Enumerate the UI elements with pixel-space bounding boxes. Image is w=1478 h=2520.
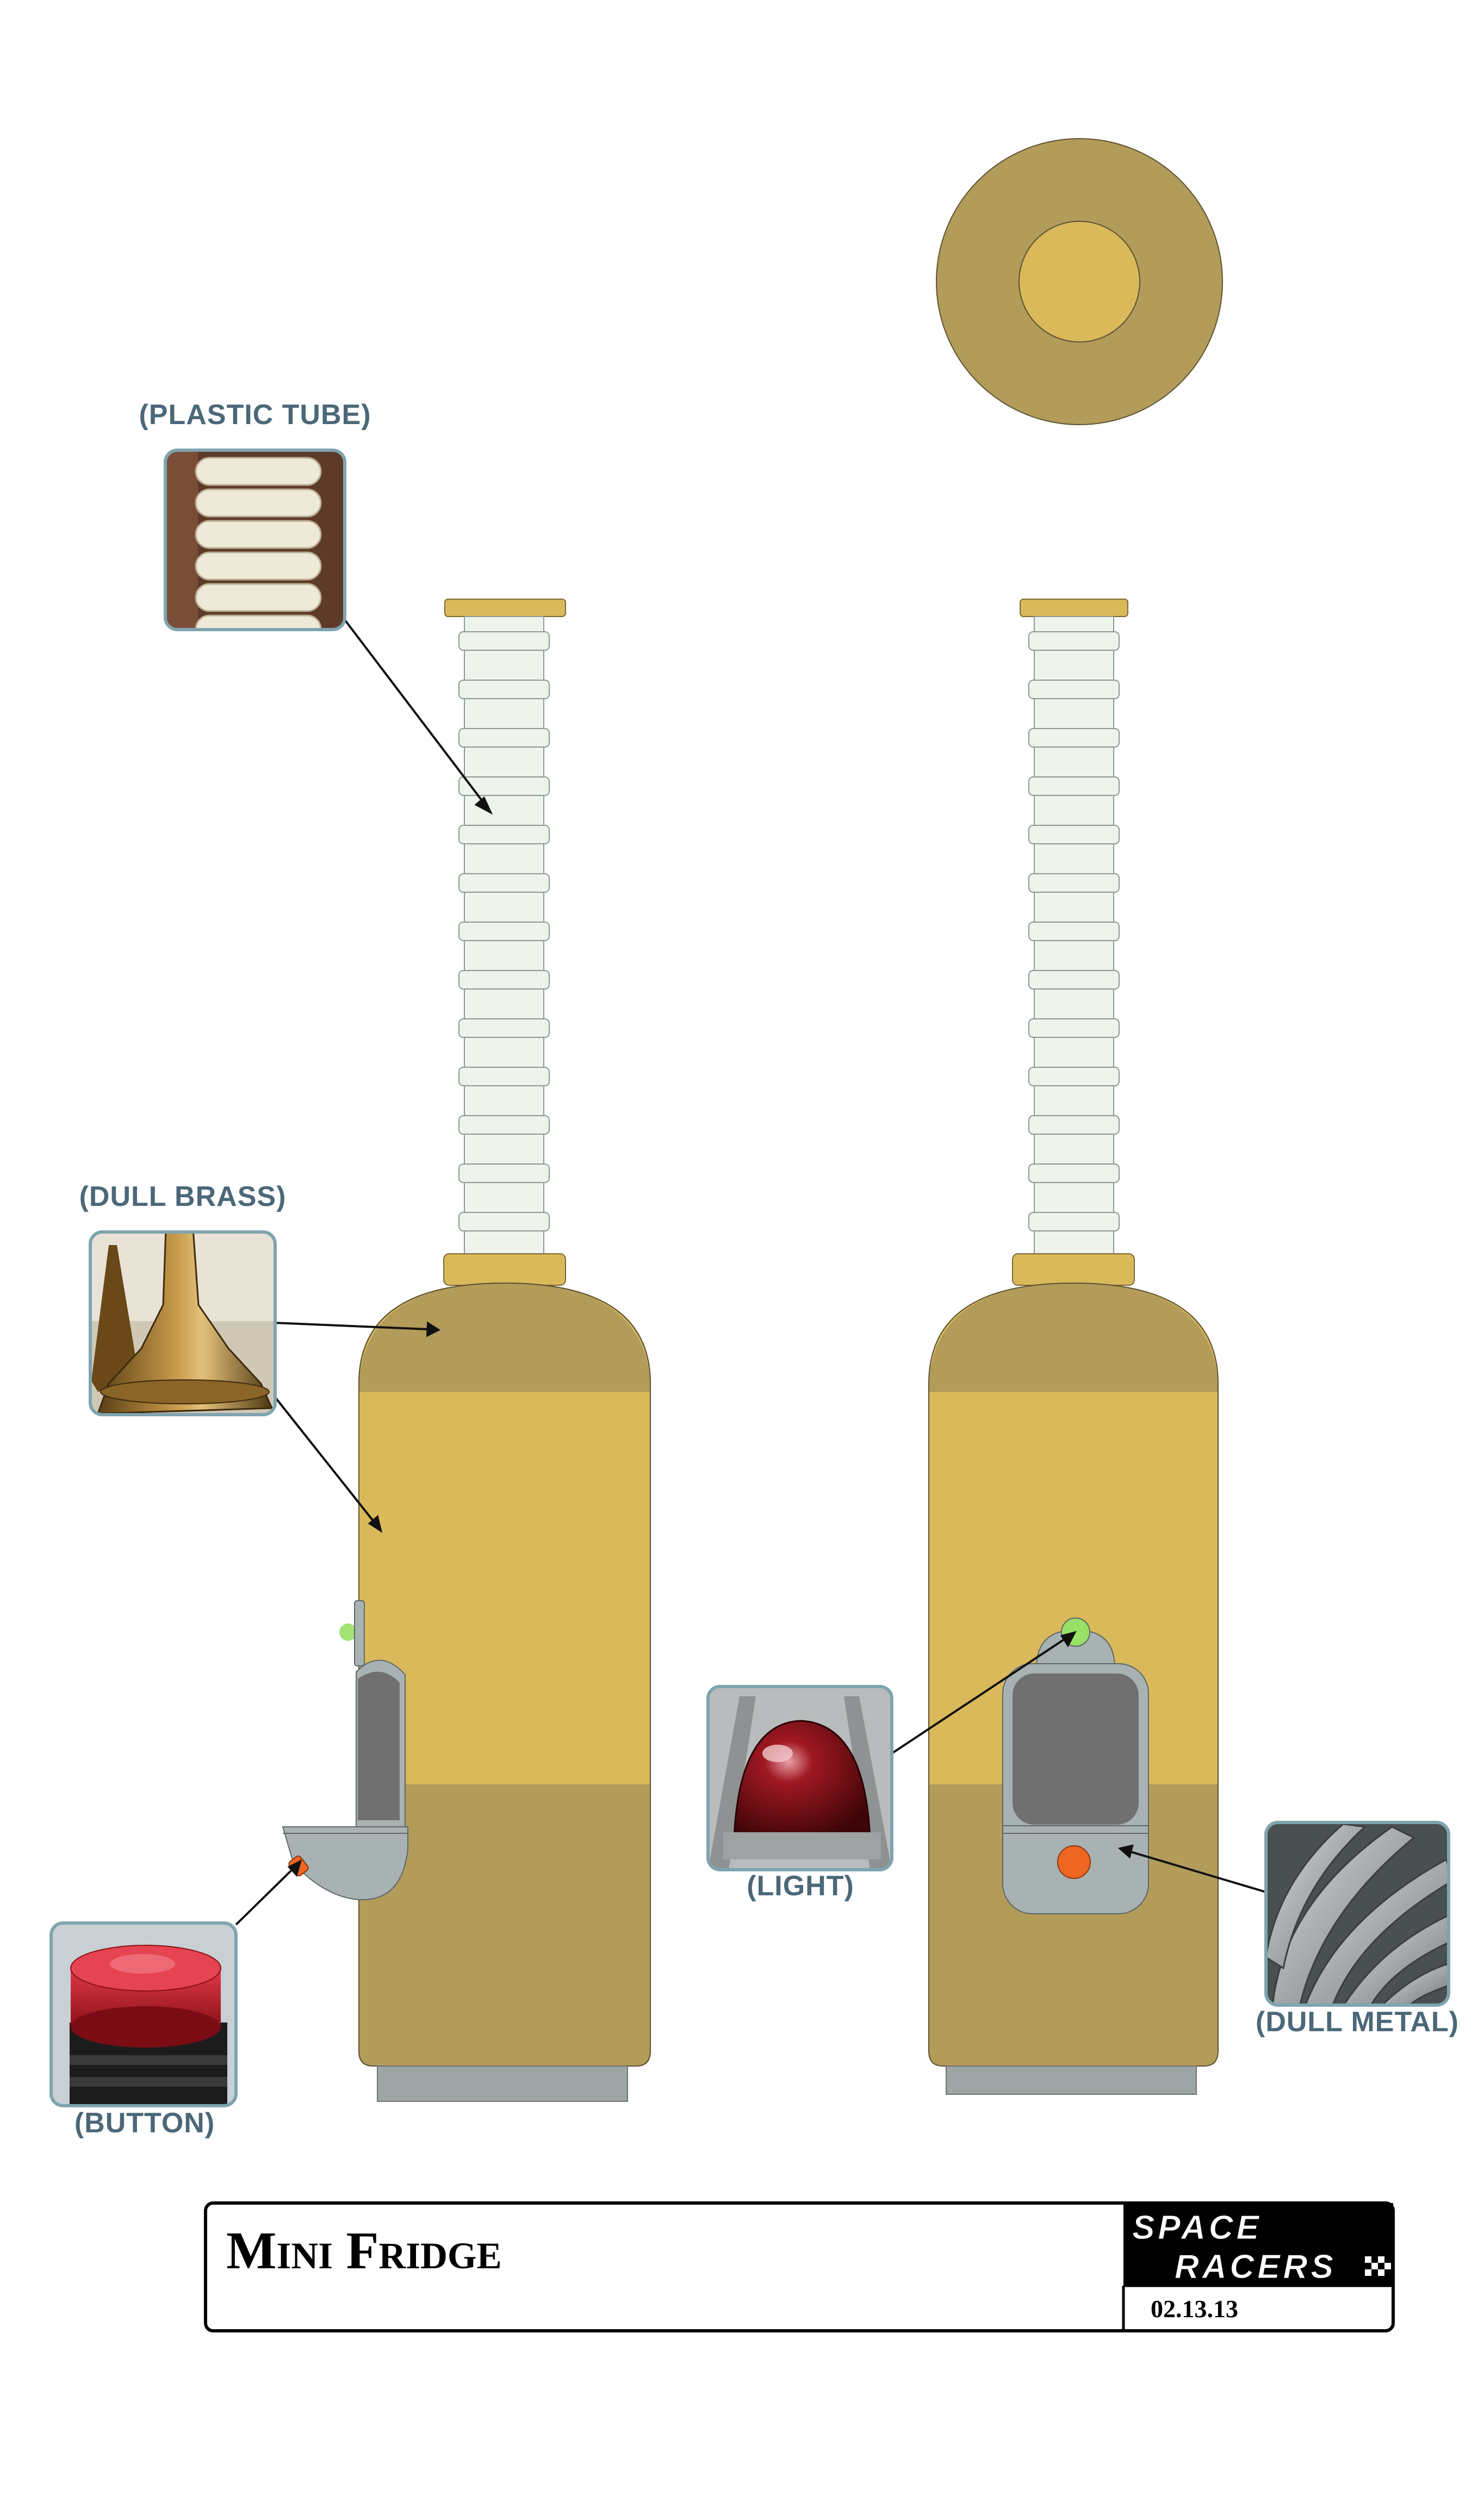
drawing-date: 02.13.13 [1151,2295,1238,2323]
tube-rib [1028,825,1120,844]
tube-rib [458,873,550,893]
tube-rib [1028,631,1120,651]
tube-rib [1028,1163,1120,1183]
tube-rib [1028,776,1120,796]
side-light [339,1623,357,1641]
tube-rib [1028,1018,1120,1038]
tube-rib [458,1212,550,1231]
tube-rib [458,1018,550,1038]
dull-brass-photo [89,1230,277,1416]
tube-rib [458,922,550,941]
plastic-tube-label: (PLASTIC TUBE) [139,399,371,431]
plastic-tube-photo [164,449,346,631]
side-view-tube [444,599,566,1259]
tube-rib [458,1115,550,1135]
logo-racers: RACERS [1175,2248,1337,2286]
tube-rib [1028,1067,1120,1086]
light-label: (LIGHT) [747,1870,854,1902]
tube-cap [444,599,566,617]
callout-arrows [235,619,1266,1926]
side-light-mount [354,1600,365,1666]
tube-rib [458,970,550,990]
checkered-flag-icon [1365,2256,1391,2276]
drawing-title: Mini Fridge [226,2222,502,2280]
logo-space: SPACE [1132,2209,1262,2247]
fridge-base [377,2065,628,2102]
tube-rib [1028,680,1120,699]
button-label: (BUTTON) [74,2107,215,2139]
front-hatch-window [1013,1673,1139,1825]
front-view [928,599,1219,2095]
tube-rib [1028,970,1120,990]
top-view [936,138,1223,425]
top-view-inner-disc [1019,221,1140,343]
fridge-lower-band [359,1784,650,2065]
fridge-base [946,2065,1197,2095]
front-view-tube [1020,599,1128,1259]
tube-rib [1028,1115,1120,1135]
dull-metal-photo [1264,1821,1450,2007]
side-hatch-window [358,1671,400,1820]
title-block: Mini Fridge SPACE RACERS 02.13.13 [204,2201,1395,2332]
space-racers-logo: SPACE RACERS [1132,2209,1391,2286]
tube-rib [1028,922,1120,941]
tube-cap [1020,599,1128,617]
side-view [282,599,651,2102]
tube-rib [458,776,550,796]
logo-panel [1123,2203,1393,2286]
light-photo [706,1685,893,1871]
tube-rib [458,728,550,748]
neck-collar [443,1253,566,1286]
front-button [1057,1845,1091,1879]
tube-rib [458,1163,550,1183]
tube-rib [458,1067,550,1086]
neck-collar [1012,1253,1135,1286]
tube-rib [1028,873,1120,893]
side-hatch [282,1600,408,1901]
dull-metal-label: (DULL METAL) [1256,2006,1459,2038]
tube-rib [458,631,550,651]
button-photo [49,1921,238,2107]
fridge-top-dome [929,1283,1218,1392]
fridge-top-dome [359,1283,650,1392]
dull-brass-label: (DULL BRASS) [79,1181,287,1212]
tube-rib [458,680,550,699]
tube-rib [1028,728,1120,748]
tube-rib [1028,1212,1120,1231]
tube-rib [458,825,550,844]
side-hatch-tray [282,1826,408,1901]
